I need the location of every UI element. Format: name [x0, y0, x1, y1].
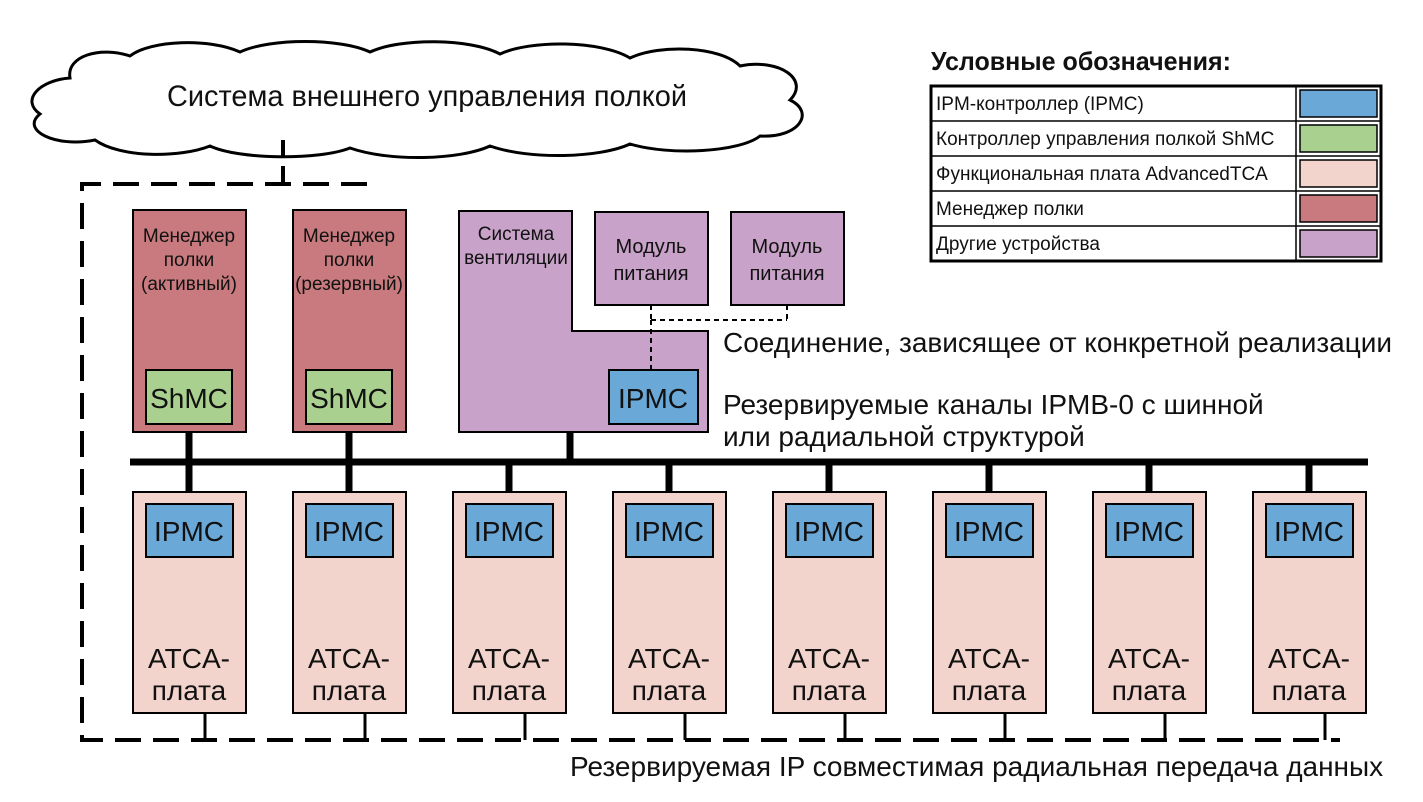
legend-swatch [1299, 89, 1378, 118]
atca-board-line: плата [952, 675, 1027, 706]
impl-connection-label: Соединение, зависящее от конкретной реал… [723, 327, 1392, 358]
shelf-manager-active: Менеджер полки (активный) ShMC [132, 209, 247, 433]
shelf-manager-line: (резервный) [295, 274, 403, 295]
atca-board-line: плата [632, 675, 707, 706]
cloud-label: Система внешнего управления полкой [167, 80, 687, 113]
ip-transfer-label: Резервируемая IP совместимая радиальная … [570, 751, 1383, 782]
legend-label: Контроллер управления полкой ShMC [936, 129, 1274, 150]
ipmc-box [608, 369, 699, 425]
ipmb-label-line2: или радиальной структурой [723, 421, 1085, 452]
fan-system-line: вентиляции [464, 248, 568, 269]
legend-item: Другие устройства [931, 225, 1381, 258]
ipmc-box [945, 503, 1034, 558]
atca-board-line: плата [1272, 675, 1347, 706]
power-module-box [594, 211, 709, 306]
atca-board: IPMC ATCA-плата [132, 462, 247, 740]
legend-label: Другие устройства [936, 234, 1100, 255]
atca-board-line: плата [312, 675, 387, 706]
power-module-line: питания [613, 263, 688, 285]
ipmc-box [785, 503, 874, 558]
external-management-cloud: Система внешнего управления полкой [30, 40, 804, 160]
atca-board: IPMC ATCA-плата [612, 462, 727, 740]
legend-item: Функциональная плата AdvancedTCA [931, 155, 1381, 188]
power-module-box [730, 211, 845, 306]
ipmc-box [625, 503, 714, 558]
ipmb-label-line1: Резервируемые каналы IPMB-0 с шинной [723, 389, 1264, 420]
shmc-label: ShMC [150, 383, 228, 414]
ipmc-box [305, 503, 394, 558]
legend-swatch [1299, 229, 1378, 258]
legend-label: IPM-контроллер (IPMC) [936, 94, 1144, 115]
ipmc-label: IPMC [634, 516, 704, 547]
ipmc-label: IPMC [314, 516, 384, 547]
ipmc-label: IPMC [1114, 516, 1184, 547]
atca-board-line: ATCA- [1108, 643, 1190, 674]
legend: Условные обозначения: IPM-контроллер (IP… [929, 46, 1383, 263]
ipmc-label: IPMC [154, 516, 224, 547]
shmc-label: ShMC [310, 383, 388, 414]
atca-board: IPMC ATCA-плата [1092, 462, 1207, 740]
power-module-2: Модуль питания [730, 211, 845, 306]
legend-title: Условные обозначения: [931, 46, 1231, 76]
legend-item: Контроллер управления полкой ShMC [931, 120, 1381, 153]
atca-board-line: ATCA- [948, 643, 1030, 674]
atca-board: IPMC ATCA-плата [452, 462, 567, 740]
atca-board-line: ATCA- [468, 643, 550, 674]
legend-item: IPM-контроллер (IPMC) [936, 89, 1378, 118]
power-module-line: питания [749, 263, 824, 285]
fan-system-line: Система [478, 224, 555, 245]
atca-board-line: ATCA- [1268, 643, 1350, 674]
atca-board-line: плата [792, 675, 867, 706]
atca-boards: IPMC ATCA-плата IPMC ATCA-плата IPMC ATCA-пла… [132, 462, 1367, 740]
ipmc-label: IPMC [1274, 516, 1344, 547]
legend-swatch [1299, 124, 1378, 153]
power-module-line: Модуль [616, 236, 687, 258]
ipmc-box [1265, 503, 1354, 558]
shmc-box [145, 369, 233, 425]
fan-system: Система вентиляции IPMC [458, 210, 709, 433]
ipmc-label: IPMC [954, 516, 1024, 547]
shelf-manager-line: полки [324, 250, 374, 271]
atca-board-line: ATCA- [148, 643, 230, 674]
atca-board: IPMC ATCA-плата [292, 462, 407, 740]
ipmc-label: IPMC [618, 383, 688, 414]
legend-swatch [1299, 194, 1378, 223]
atca-board-line: ATCA- [788, 643, 870, 674]
power-module-1: Модуль питания [594, 211, 709, 306]
shelf-manager-line: полки [164, 250, 214, 271]
atca-board: IPMC ATCA-плата [772, 462, 887, 740]
legend-label: Менеджер полки [936, 199, 1084, 220]
ipmc-label: IPMC [794, 516, 864, 547]
atca-board: IPMC ATCA-плата [1252, 462, 1367, 740]
atca-board-line: плата [152, 675, 227, 706]
shelf-manager-line: Менеджер [143, 226, 235, 247]
atca-board-line: плата [472, 675, 547, 706]
ipmc-box [145, 503, 234, 558]
power-module-line: Модуль [752, 236, 823, 258]
legend-label: Функциональная плата AdvancedTCA [936, 164, 1268, 185]
legend-swatch [1299, 159, 1378, 188]
atca-board-line: ATCA- [628, 643, 710, 674]
cloud-shape [30, 40, 804, 160]
implementation-specific-connection [650, 305, 788, 370]
ipmc-box [1105, 503, 1194, 558]
ipmc-box [465, 503, 554, 558]
atca-board-line: плата [1112, 675, 1187, 706]
atca-board: IPMC ATCA-плата [932, 462, 1047, 740]
shelf-manager-backup: Менеджер полки (резервный) ShMC [292, 209, 407, 433]
legend-item: Менеджер полки [931, 190, 1381, 223]
shelf-manager-line: (активный) [141, 274, 237, 295]
ipmc-label: IPMC [474, 516, 544, 547]
shelf-dashed-frame [80, 182, 1340, 742]
shelf-manager-line: Менеджер [303, 226, 395, 247]
atca-board-line: ATCA- [308, 643, 390, 674]
shmc-box [305, 369, 393, 425]
